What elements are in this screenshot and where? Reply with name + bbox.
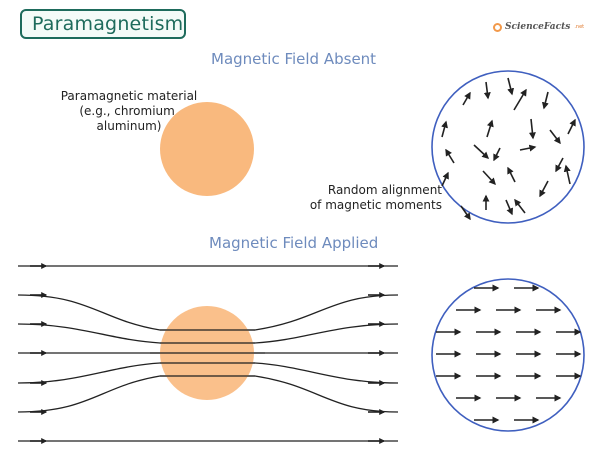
moment-arrow [563,164,571,185]
moment-arrow [513,88,527,111]
moment-arrow [555,157,564,173]
paramagnetic-material [160,102,254,196]
moment-arrow [441,171,449,187]
moments-label-line: of magnetic moments [309,198,442,212]
moments-circle-border [431,70,585,224]
field-lines-overlay [150,329,265,377]
moment-arrow [549,129,561,145]
moment-arrow [445,148,455,164]
material-label: Paramagnetic material (e.g., chromium, a… [35,89,223,134]
moments-label: Random alignment of magnetic moments [294,183,442,213]
random-moments-circle [431,70,585,224]
moment-arrow [473,144,490,159]
moment-arrow [482,170,496,186]
moment-arrow [567,118,576,135]
logo-text: ScienceFacts [505,22,571,32]
moment-arrow [486,119,494,138]
moment-arrow [460,205,471,221]
heading-field-absent: Magnetic Field Absent [211,50,377,68]
heading-field-applied: Magnetic Field Applied [209,234,379,252]
moment-arrow [528,118,536,140]
title-badge: Paramagnetism [20,9,186,39]
moment-arrow [505,199,514,216]
sciencefacts-logo: ScienceFacts .net [493,22,584,32]
page-title: Paramagnetism [32,13,184,35]
random-moment-arrows [441,77,576,221]
moments-label-line: Random alignment [327,183,442,197]
moment-arrow [493,147,501,162]
logo-suffix: .net [574,24,585,30]
moment-arrow [462,91,471,106]
moment-arrow [507,166,516,183]
logo-icon [493,22,502,32]
moment-arrow [539,180,549,198]
field-line-arrowheads [30,263,386,444]
moment-arrow [507,77,515,96]
material-label-line: aluminum) [96,119,162,133]
material-label-line: (e.g., chromium, [79,104,179,118]
aligned-moment-arrows [436,284,582,424]
aligned-circle-border [431,278,585,432]
material-label-line: Paramagnetic material [60,89,198,103]
moment-arrow [519,144,537,152]
moment-arrow [541,91,549,110]
moment-arrow [514,198,526,214]
moment-arrow [483,81,491,100]
aligned-moments-circle [431,278,585,432]
moment-arrow [441,120,448,138]
